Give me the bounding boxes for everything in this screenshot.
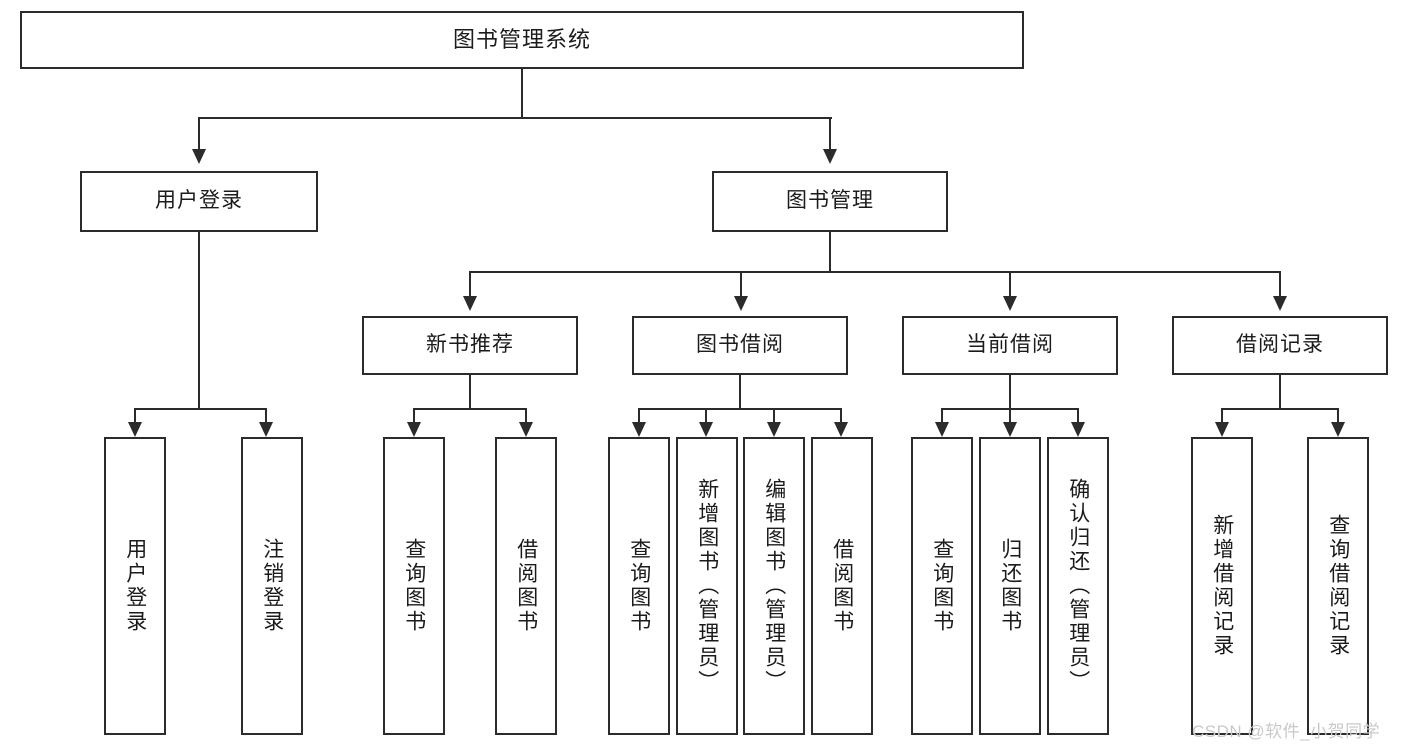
connector-root-drop-left	[198, 117, 200, 149]
connector-current-borrow-drop-1	[941, 408, 943, 424]
node-current-borrow[interactable]: 当前借阅	[902, 316, 1118, 375]
leaf-logout[interactable]: 注销登录	[241, 437, 303, 735]
arrowhead-to-current-borrow	[1003, 296, 1017, 311]
node-label: 用户登录	[155, 189, 243, 213]
connector-borrow-record-drop-1	[1221, 408, 1223, 424]
leaf-return-book[interactable]: 归还图书	[979, 437, 1041, 735]
arrowhead-new-book-leaf-1	[407, 422, 421, 437]
connector-new-book-drop-1	[413, 408, 415, 424]
connector-level3-drop-1	[469, 271, 471, 298]
node-label: 当前借阅	[966, 333, 1054, 357]
node-label: 借阅记录	[1236, 333, 1324, 357]
connector-book-borrow-drop-2	[705, 408, 707, 424]
connector-level3-bar	[469, 271, 1281, 273]
node-label: 归还图书	[998, 538, 1022, 634]
node-label: 查询图书	[627, 538, 651, 634]
arrowhead-book-borrow-leaf-2	[699, 422, 713, 437]
arrowhead-book-borrow-leaf-3	[767, 422, 781, 437]
connector-root-stem	[521, 69, 523, 118]
node-label: 注销登录	[260, 538, 284, 634]
connector-level3-drop-3	[1009, 271, 1011, 298]
leaf-confirm-return-admin[interactable]: 确认归还（管理员）	[1047, 437, 1109, 735]
node-label: 新增图书（管理员）	[695, 478, 719, 694]
node-label: 查询借阅记录	[1326, 514, 1350, 658]
node-label: 图书管理	[786, 189, 874, 213]
connector-user-login-drop-2	[265, 408, 267, 424]
arrowhead-book-borrow-leaf-1	[632, 422, 646, 437]
leaf-borrow-book[interactable]: 借阅图书	[811, 437, 873, 735]
leaf-add-borrow-record[interactable]: 新增借阅记录	[1191, 437, 1253, 735]
leaf-user-login[interactable]: 用户登录	[104, 437, 166, 735]
node-label: 新增借阅记录	[1210, 514, 1234, 658]
arrowhead-current-borrow-leaf-3	[1071, 422, 1085, 437]
connector-borrow-record-drop-2	[1337, 408, 1339, 424]
node-book-borrow[interactable]: 图书借阅	[632, 316, 848, 375]
connector-book-borrow-drop-4	[840, 408, 842, 424]
connector-book-borrow-stem	[739, 375, 741, 409]
arrowhead-current-borrow-leaf-1	[935, 422, 949, 437]
node-label: 图书管理系统	[452, 27, 591, 53]
connector-new-book-bar	[413, 408, 527, 410]
arrowhead-to-borrow-record	[1273, 296, 1287, 311]
node-label: 编辑图书（管理员）	[762, 478, 786, 694]
leaf-query-book-current[interactable]: 查询图书	[911, 437, 973, 735]
node-label: 图书借阅	[696, 333, 784, 357]
leaf-edit-book-admin[interactable]: 编辑图书（管理员）	[743, 437, 805, 735]
node-label: 用户登录	[123, 538, 147, 634]
node-book-management[interactable]: 图书管理	[712, 171, 948, 232]
connector-book-borrow-drop-3	[773, 408, 775, 424]
connector-user-login-drop-1	[134, 408, 136, 424]
watermark-text: CSDN @软件_小贺同学	[1192, 722, 1381, 741]
connector-current-borrow-drop-2	[1009, 408, 1011, 424]
arrowhead-to-user-login	[192, 149, 206, 164]
leaf-query-book-recommend[interactable]: 查询图书	[383, 437, 445, 735]
node-label: 新书推荐	[426, 333, 514, 357]
leaf-add-book-admin[interactable]: 新增图书（管理员）	[676, 437, 738, 735]
leaf-borrow-book-recommend[interactable]: 借阅图书	[495, 437, 557, 735]
arrowhead-borrow-record-leaf-2	[1331, 422, 1345, 437]
arrowhead-to-book-borrow	[734, 296, 748, 311]
node-label: 查询图书	[402, 538, 426, 634]
connector-level3-drop-2	[740, 271, 742, 298]
node-new-book-recommend[interactable]: 新书推荐	[362, 316, 578, 375]
connector-current-borrow-drop-3	[1077, 408, 1079, 424]
connector-book-borrow-bar	[638, 408, 842, 410]
leaf-query-book-borrow[interactable]: 查询图书	[608, 437, 670, 735]
node-label: 借阅图书	[830, 538, 854, 634]
connector-level3-drop-4	[1279, 271, 1281, 298]
connector-current-borrow-stem	[1009, 375, 1011, 409]
node-label: 确认归还（管理员）	[1066, 478, 1090, 694]
connector-user-login-bar	[134, 408, 266, 410]
connector-user-login-stem	[198, 232, 200, 409]
connector-root-drop-right	[829, 117, 831, 149]
arrowhead-to-logout-leaf	[259, 422, 273, 437]
connector-root-bar	[198, 117, 832, 119]
arrowhead-new-book-leaf-2	[519, 422, 533, 437]
node-user-login[interactable]: 用户登录	[80, 171, 318, 232]
connector-borrow-record-stem	[1279, 375, 1281, 409]
connector-book-management-stem	[829, 232, 831, 272]
node-root-book-management-system[interactable]: 图书管理系统	[20, 11, 1024, 69]
arrowhead-current-borrow-leaf-2	[1003, 422, 1017, 437]
leaf-query-borrow-record[interactable]: 查询借阅记录	[1307, 437, 1369, 735]
connector-new-book-drop-2	[525, 408, 527, 424]
arrowhead-to-book-management	[823, 149, 837, 164]
connector-new-book-stem	[469, 375, 471, 409]
node-label: 查询图书	[930, 538, 954, 634]
connector-borrow-record-bar	[1221, 408, 1339, 410]
arrowhead-to-new-book-recommend	[463, 296, 477, 311]
node-label: 借阅图书	[514, 538, 538, 634]
arrowhead-to-user-login-leaf	[128, 422, 142, 437]
node-borrow-record[interactable]: 借阅记录	[1172, 316, 1388, 375]
arrowhead-book-borrow-leaf-4	[834, 422, 848, 437]
arrowhead-borrow-record-leaf-1	[1215, 422, 1229, 437]
connector-book-borrow-drop-1	[638, 408, 640, 424]
